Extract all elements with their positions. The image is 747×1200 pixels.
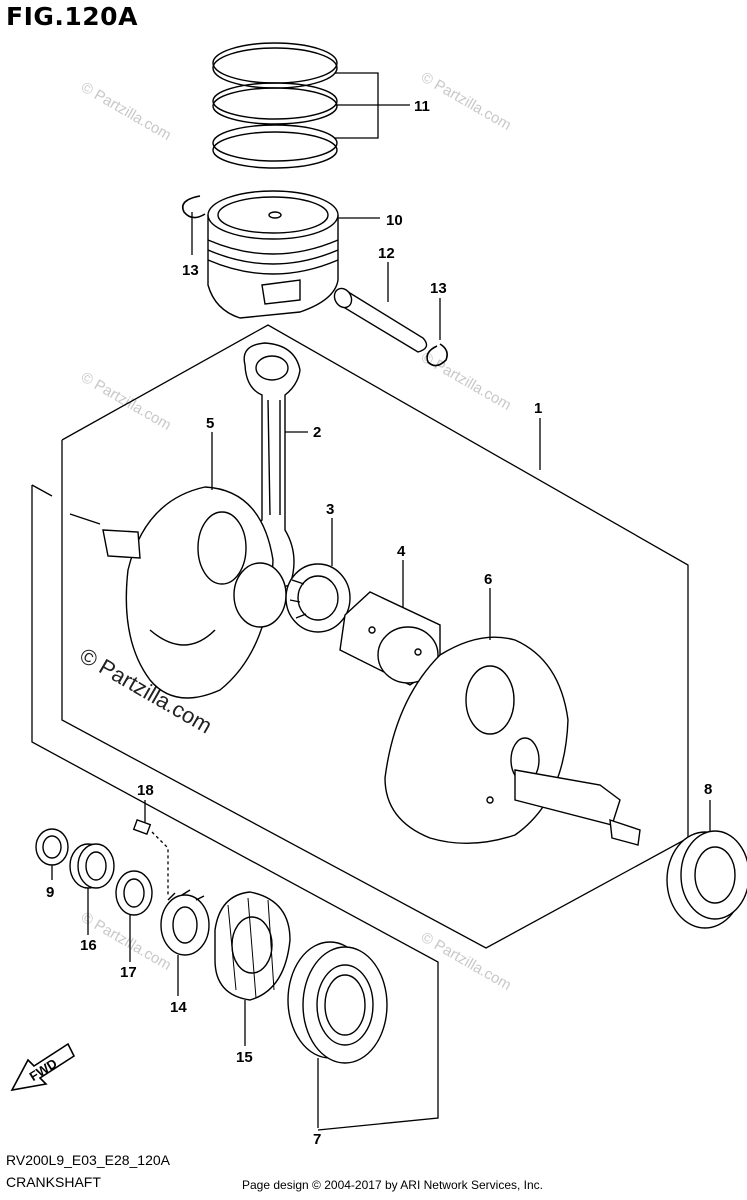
bearing-left-part: [287, 941, 388, 1064]
callout-18: 18: [137, 782, 154, 799]
leader-lines: [51, 72, 711, 1128]
watermark-text: © Partzilla.com: [418, 349, 514, 414]
piston-rings-part: [212, 42, 338, 169]
watermark-text: © Partzilla.com: [418, 929, 514, 994]
watermark-text: © Partzilla.com: [78, 79, 174, 144]
piston-pin-part: [333, 287, 428, 353]
spacer-part: [69, 843, 115, 889]
crank-web-left-part: [69, 486, 287, 699]
oil-seal-part: [35, 828, 69, 866]
bearing-right-part: [666, 830, 747, 929]
callout-15: 15: [236, 1049, 253, 1066]
crank-pin-part: [339, 591, 441, 686]
gear-part: [160, 889, 210, 956]
callout-12: 12: [378, 245, 395, 262]
callout-2: 2: [313, 424, 321, 441]
callout-6: 6: [484, 571, 492, 588]
needle-bearing-part: [285, 563, 351, 633]
callout-14: 14: [170, 999, 187, 1016]
washer-part: [115, 870, 153, 916]
diagram-caption: CRANKSHAFT: [6, 1174, 101, 1190]
crank-web-right-part: [384, 636, 641, 846]
callout-11: 11: [414, 98, 430, 115]
callout-16: 16: [80, 937, 97, 954]
exploded-parts-diagram: © Partzilla.com © Partzilla.com © Partzi…: [10, 42, 747, 1148]
callout-8: 8: [704, 781, 712, 798]
callout-10: 10: [386, 212, 403, 229]
key-part: [132, 819, 152, 835]
callout-3: 3: [326, 501, 334, 518]
drive-gear-part: [214, 891, 291, 1001]
circlip-part: [181, 195, 448, 367]
callout-9: 9: [46, 884, 54, 901]
callout-13-left: 13: [182, 262, 199, 279]
callout-5: 5: [206, 415, 214, 432]
figure-title: FIG.120A: [6, 2, 138, 31]
callout-17: 17: [120, 964, 137, 981]
watermark-text: © Partzilla.com: [78, 369, 174, 434]
callout-labels: 1 2 3 4 5 6 7 8 9 10 11 12 13 13 14 15 1…: [46, 98, 712, 1148]
callout-1: 1: [534, 400, 542, 417]
fwd-arrow-icon: FWD: [10, 1042, 76, 1092]
watermark-text: © Partzilla.com: [418, 69, 514, 134]
copyright-notice: Page design © 2004-2017 by ARI Network S…: [242, 1178, 544, 1192]
callout-7: 7: [313, 1131, 321, 1148]
connecting-rod-part: [231, 342, 301, 596]
diagram-code: RV200L9_E03_E28_120A: [6, 1152, 171, 1168]
piston-part: [207, 190, 339, 319]
callout-4: 4: [397, 543, 406, 560]
callout-13-right: 13: [430, 280, 447, 297]
